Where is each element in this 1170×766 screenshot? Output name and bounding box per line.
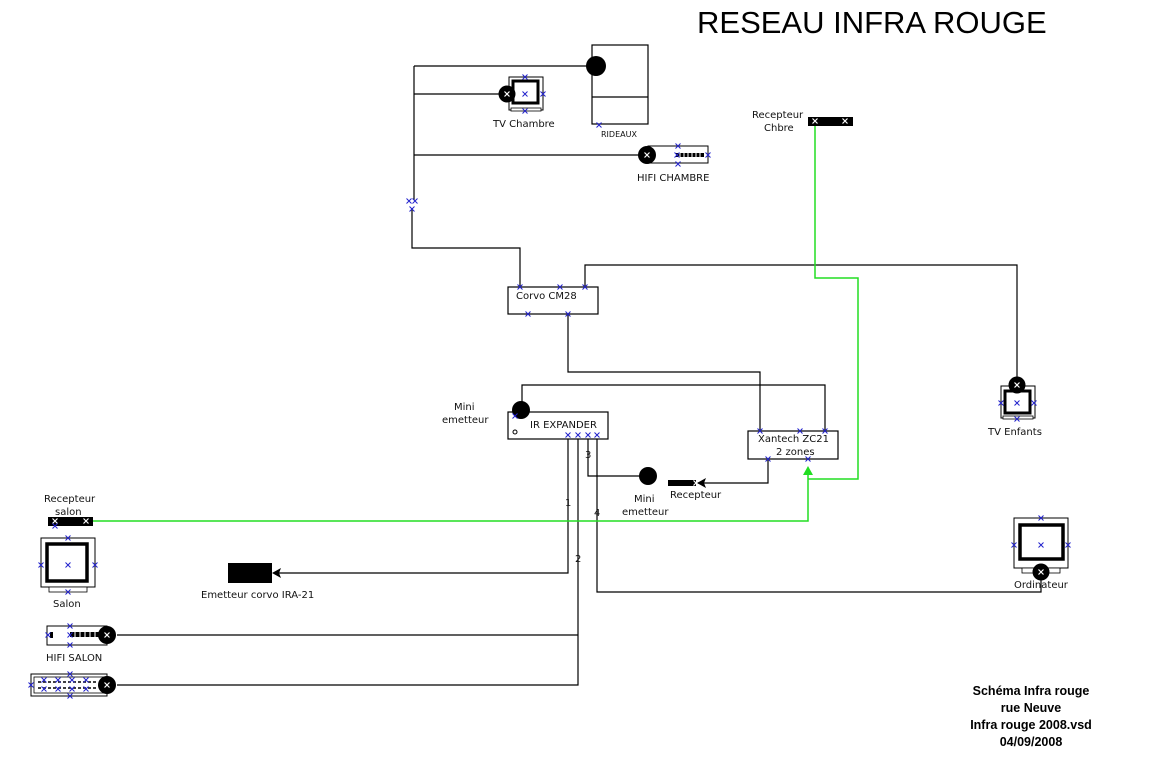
- wire-cm28-tv-enfants: [584, 264, 1018, 380]
- corvo-cm28-label: Corvo CM28: [516, 291, 577, 302]
- ir-expander-device[interactable]: IR EXPANDER Mini emetteur: [442, 401, 609, 440]
- ir-link-recepteur-salon: [92, 474, 809, 522]
- wire-xantech-recepteur: [698, 460, 769, 484]
- ir-link-recepteur-chbre: [808, 122, 859, 480]
- rideaux-label: RIDEAUX: [601, 130, 637, 139]
- ordinateur-device[interactable]: Ordinateur: [1011, 515, 1071, 592]
- wire-port-3: [587, 438, 642, 477]
- arrow-icon: [803, 466, 813, 475]
- recepteur-salon-label-2: salon: [55, 507, 82, 518]
- tv-chambre-label: TV Chambre: [492, 119, 555, 130]
- diagram-title: RESEAU INFRA ROUGE: [697, 5, 1047, 40]
- salon-label: Salon: [53, 599, 81, 610]
- footer-line-3: Infra rouge 2008.vsd: [970, 718, 1092, 732]
- hifi-salon-device[interactable]: HIFI SALON: [45, 623, 117, 665]
- footer-line-4: 04/09/2008: [1000, 735, 1063, 749]
- salon-decoder-device[interactable]: [28, 671, 117, 699]
- wire-emetteur-xantech: [521, 384, 826, 432]
- recepteur-salon-label-1: Recepteur: [44, 494, 96, 505]
- footer-line-2: rue Neuve: [1001, 701, 1061, 715]
- recepteur-label: Recepteur: [670, 490, 722, 501]
- wire-port-4: [596, 438, 1042, 593]
- hifi-chambre-label: HIFI CHAMBRE: [637, 173, 709, 184]
- ir-emitter-icon: [586, 56, 606, 76]
- port-label-1: 1: [565, 498, 571, 509]
- arrow-icon: [272, 568, 281, 578]
- mini-emetteur-icon: [639, 467, 657, 485]
- wire-port-1: [275, 438, 569, 574]
- ir-expander-label: IR EXPANDER: [530, 420, 597, 431]
- recepteur-chbre-device[interactable]: Recepteur Chbre: [752, 110, 853, 134]
- xantech-label-2: 2 zones: [776, 447, 815, 458]
- rideaux-device[interactable]: RIDEAUX: [586, 44, 649, 139]
- ordinateur-label: Ordinateur: [1014, 580, 1069, 591]
- xantech-label-1: Xantech ZC21: [758, 434, 829, 445]
- salon-tv-device[interactable]: Salon: [38, 535, 98, 611]
- emetteur-corvo-label: Emetteur corvo IRA-21: [201, 590, 314, 601]
- corvo-cm28-device[interactable]: Corvo CM28: [507, 284, 599, 317]
- footer-line-1: Schéma Infra rouge: [973, 684, 1090, 698]
- mini-emetteur-1-label-1: Mini: [454, 402, 475, 413]
- recepteur-chbre-label-1: Recepteur: [752, 110, 804, 121]
- port-label-3: 3: [585, 450, 591, 461]
- tv-chambre-device[interactable]: TV Chambre: [492, 74, 555, 131]
- hifi-chambre-device[interactable]: HIFI CHAMBRE: [637, 143, 711, 185]
- recepteur-salon-device[interactable]: Recepteur salon: [44, 494, 96, 529]
- hifi-salon-label: HIFI SALON: [46, 653, 102, 664]
- wire-cm28-xantech: [567, 314, 761, 432]
- tv-enfants-device[interactable]: TV Enfants: [987, 376, 1042, 439]
- mini-emetteur-2-device[interactable]: Mini emetteur: [622, 467, 669, 518]
- wire-port-2: [117, 438, 579, 686]
- recepteur-device[interactable]: Recepteur: [668, 478, 722, 501]
- splice-connector: [406, 198, 418, 212]
- ir-links: [92, 122, 859, 522]
- mini-emetteur-2-label-2: emetteur: [622, 507, 669, 518]
- port-label-2: 2: [575, 554, 581, 565]
- arrow-icon: [697, 478, 706, 488]
- xantech-zc21-device[interactable]: Xantech ZC21 2 zones: [747, 428, 839, 462]
- recepteur-chbre-label-2: Chbre: [764, 123, 794, 134]
- emetteur-corvo-device[interactable]: Emetteur corvo IRA-21: [201, 563, 314, 601]
- tv-enfants-label: TV Enfants: [987, 427, 1042, 438]
- mini-emetteur-2-label-1: Mini: [634, 494, 655, 505]
- wire-bus-to-cm28: [411, 208, 521, 287]
- port-label-4: 4: [594, 508, 600, 519]
- title-block: Schéma Infra rouge rue Neuve Infra rouge…: [970, 684, 1092, 749]
- mini-emetteur-1-label-2: emetteur: [442, 415, 489, 426]
